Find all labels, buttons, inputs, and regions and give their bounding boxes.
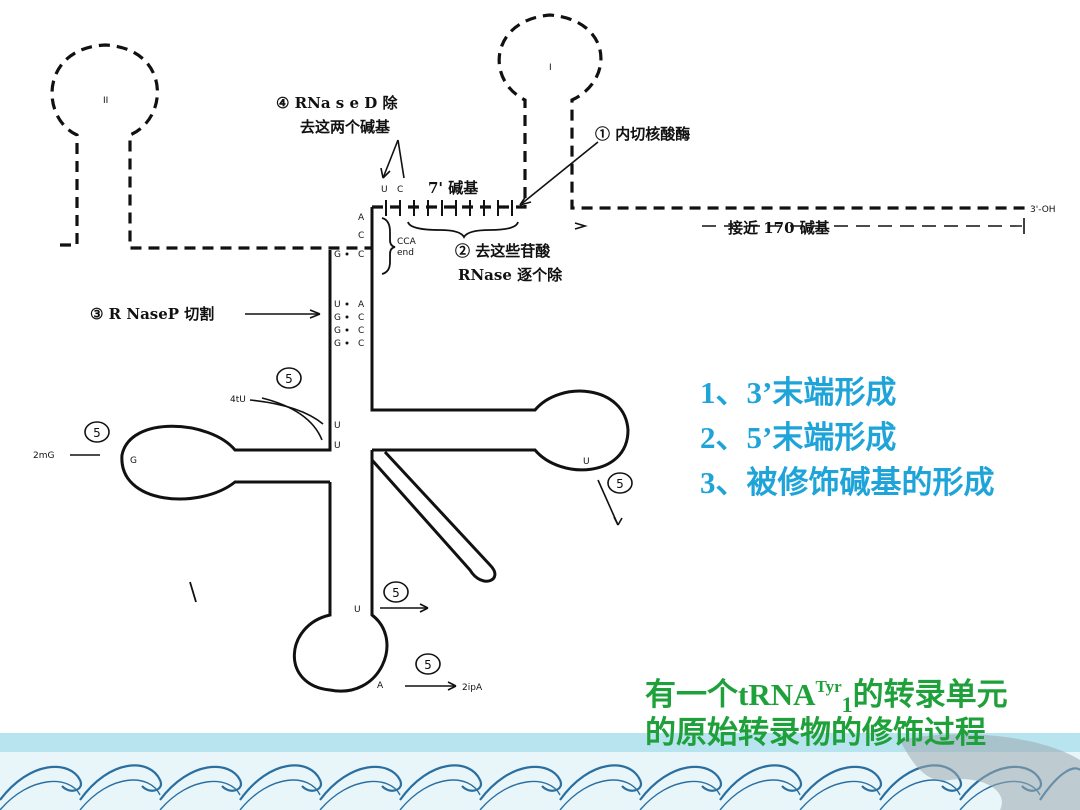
trailer-ticks bbox=[385, 200, 513, 216]
base-label: C bbox=[358, 339, 364, 349]
hairpin-two-label: II bbox=[103, 96, 108, 106]
base-label: C bbox=[358, 326, 364, 336]
seven-bases-brace bbox=[407, 221, 519, 239]
step-item: 3、被修饰碱基的形成 bbox=[700, 465, 995, 500]
cca-end-label-2: end bbox=[397, 248, 414, 258]
seven-bases-label: 7' 碱基 bbox=[428, 179, 479, 197]
base-label: A bbox=[358, 213, 365, 223]
base-label: G bbox=[334, 250, 341, 260]
caption-superscript: Tyr bbox=[815, 677, 842, 696]
base-label: G bbox=[334, 313, 341, 323]
cca-brace bbox=[381, 217, 396, 275]
base-label: G bbox=[334, 326, 341, 336]
dragon-ornament bbox=[900, 734, 1080, 810]
two-mg-label: 2mG bbox=[33, 451, 54, 461]
three-oh-label: 3'-OH bbox=[1030, 205, 1056, 215]
base-label: U bbox=[583, 457, 590, 467]
processing-steps-list: 1、3’末端形成 2、5’末端形成 3、被修饰碱基的形成 bbox=[700, 370, 995, 505]
circled-five-label: 5 bbox=[424, 658, 432, 672]
trna-cloverleaf bbox=[120, 207, 630, 693]
annotation-arrows bbox=[70, 139, 1025, 691]
near-170-label: 接近 170 碱基 bbox=[728, 219, 831, 237]
base-label: A bbox=[358, 300, 365, 310]
base-label: U bbox=[334, 441, 341, 451]
circled-five-label: 5 bbox=[285, 372, 293, 386]
base-label: C bbox=[358, 250, 364, 260]
base-label: C bbox=[397, 185, 403, 195]
base-label: U bbox=[334, 421, 341, 431]
figure-caption: 有一个tRNATyr1的转录单元 的原始转录物的修饰过程 bbox=[645, 676, 1075, 752]
endonuclease-label: ① 内切核酸酶 bbox=[595, 125, 690, 143]
rnase-d-label-2: 去这两个碱基 bbox=[300, 118, 391, 136]
base-label: C bbox=[358, 231, 364, 241]
rnasep-label: ③ R NaseP 切割 bbox=[90, 305, 214, 323]
rnase-d-label-1: ④ RNa s e D 除 bbox=[276, 94, 398, 112]
base-label: U bbox=[354, 605, 361, 615]
wave-footer-decoration bbox=[0, 733, 1080, 810]
base-label: G bbox=[130, 456, 137, 466]
four-tu-label: 4tU bbox=[230, 395, 246, 405]
base-label: A bbox=[377, 681, 384, 691]
caption-trna: tRNA bbox=[738, 677, 816, 712]
circled-five-label: 5 bbox=[616, 477, 624, 491]
base-label: C bbox=[358, 313, 364, 323]
two-ipa-label: 2ipA bbox=[462, 683, 483, 693]
remove-nucleotides-label-2: RNase 逐个除 bbox=[458, 266, 563, 284]
precursor-dashed-strand bbox=[50, 13, 1030, 250]
base-label: U bbox=[381, 185, 388, 195]
step-item: 1、3’末端形成 bbox=[700, 375, 897, 410]
hairpin-one-label: I bbox=[549, 63, 552, 73]
remove-nucleotides-label-1: ② 去这些苷酸 bbox=[455, 242, 551, 260]
base-label: G bbox=[334, 339, 341, 349]
base-label: U bbox=[334, 300, 341, 310]
circled-five-label: 5 bbox=[93, 426, 101, 440]
circled-five-markers bbox=[84, 367, 633, 675]
cca-end-label-1: CCA bbox=[397, 237, 417, 247]
caption-line-2: 的原始转录物的修饰过程 bbox=[645, 715, 986, 750]
caption-pre: 有一个 bbox=[645, 677, 738, 712]
caption-subscript: 1 bbox=[841, 692, 853, 717]
caption-post: 的转录单元 bbox=[852, 677, 1008, 712]
circled-five-label: 5 bbox=[392, 586, 400, 600]
step-item: 2、5’末端形成 bbox=[700, 420, 897, 455]
